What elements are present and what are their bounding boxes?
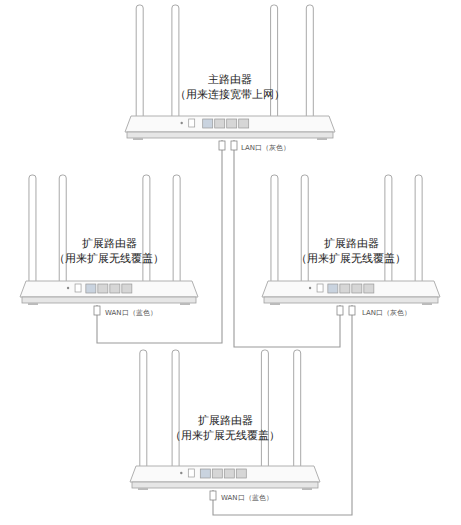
reset-hole — [309, 287, 311, 289]
antenna — [415, 175, 422, 287]
antenna — [385, 175, 392, 287]
cable-plug — [210, 491, 216, 500]
antenna — [301, 175, 308, 287]
antenna — [261, 350, 268, 472]
antenna — [271, 175, 278, 287]
ethernet-port — [328, 284, 338, 293]
antenna — [172, 5, 179, 122]
antenna — [140, 350, 147, 472]
router-base — [22, 297, 196, 303]
router-purpose: （用来连接宽带上网） — [171, 87, 289, 102]
ethernet-port — [200, 469, 210, 478]
router-drawing — [20, 175, 198, 305]
router-node: 主路由器（用来连接宽带上网） — [171, 72, 289, 140]
router-body — [262, 281, 440, 297]
router-title: 扩展路由器 — [50, 236, 168, 251]
reset-hole — [181, 122, 183, 124]
ethernet-port — [352, 284, 362, 293]
network-cable — [210, 305, 355, 515]
router-base — [264, 297, 438, 303]
ethernet-port — [212, 469, 222, 478]
power-port — [189, 119, 195, 127]
router-title: 扩展路由器 — [166, 413, 284, 428]
router-title: 主路由器 — [171, 72, 289, 87]
cable-plug — [231, 141, 237, 150]
antenna — [29, 175, 36, 287]
cable-plug — [337, 306, 343, 315]
router-foot — [302, 488, 312, 490]
antenna — [136, 5, 143, 122]
antenna — [59, 175, 66, 287]
router-foot — [317, 138, 327, 140]
port-label: WAN口（蓝色） — [104, 309, 158, 318]
power-port — [188, 469, 194, 477]
router-foot — [422, 303, 432, 305]
router-foot — [28, 303, 38, 305]
router-drawing — [262, 175, 440, 305]
ethernet-port — [340, 284, 350, 293]
power-port — [317, 284, 323, 292]
router-body — [20, 281, 198, 297]
port-label: WAN口（蓝色） — [220, 494, 274, 503]
router-drawing — [125, 5, 335, 140]
router-base — [127, 132, 333, 138]
router-foot — [138, 488, 148, 490]
router-foot — [180, 303, 190, 305]
ethernet-port — [239, 119, 249, 128]
router-node: 扩展路由器（用来扩展无线覆盖） — [292, 236, 410, 305]
ethernet-port — [364, 284, 374, 293]
ethernet-port — [215, 119, 225, 128]
router-base — [132, 482, 318, 488]
ethernet-port — [110, 284, 120, 293]
antenna — [173, 175, 180, 287]
antenna — [294, 350, 301, 472]
router-foot — [270, 303, 280, 305]
ethernet-port — [203, 119, 213, 128]
cable-plug — [349, 306, 355, 315]
router-drawing — [130, 350, 320, 490]
power-port — [75, 284, 81, 292]
router-purpose: （用来扩展无线覆盖） — [292, 251, 410, 266]
ethernet-port — [227, 119, 237, 128]
cable-line — [213, 305, 352, 515]
router-purpose: （用来扩展无线覆盖） — [50, 251, 168, 266]
ethernet-port — [86, 284, 96, 293]
reset-hole — [180, 472, 182, 474]
port-label: LAN口（灰色） — [240, 144, 291, 153]
ethernet-port — [122, 284, 132, 293]
router-body — [130, 466, 320, 482]
reset-hole — [67, 287, 69, 289]
router-foot — [133, 138, 143, 140]
ethernet-port — [236, 469, 246, 478]
router-body — [125, 116, 335, 132]
router-purpose: （用来扩展无线覆盖） — [166, 428, 284, 443]
antenna — [143, 175, 150, 287]
cable-plug — [94, 306, 100, 315]
router-node: 扩展路由器（用来扩展无线覆盖） — [166, 413, 284, 490]
antenna — [271, 5, 278, 122]
antenna — [172, 350, 179, 472]
cable-plug — [219, 141, 225, 150]
ethernet-port — [98, 284, 108, 293]
ethernet-port — [224, 469, 234, 478]
router-node: 扩展路由器（用来扩展无线覆盖） — [50, 236, 168, 305]
antenna — [306, 5, 313, 122]
port-label: LAN口（灰色） — [361, 309, 412, 318]
router-title: 扩展路由器 — [292, 236, 410, 251]
